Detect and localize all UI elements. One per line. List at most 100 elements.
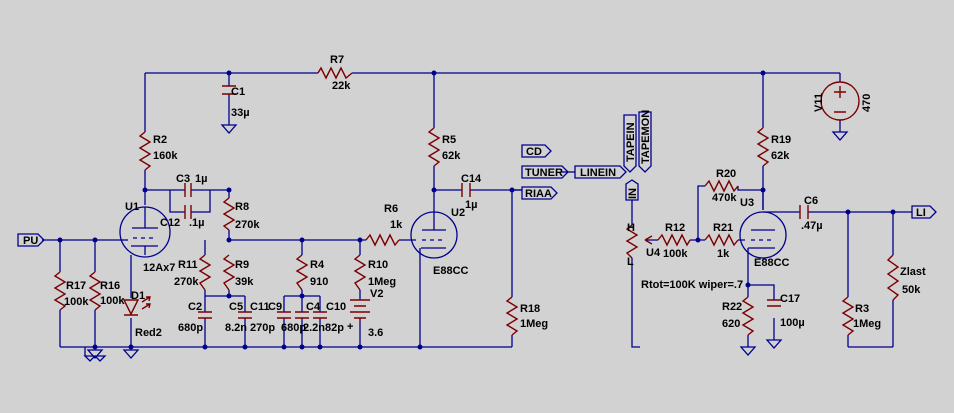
label-c5-ref: C5 <box>229 301 243 313</box>
flag-cd-label: CD <box>526 146 542 158</box>
label-u1-value: 12Ax7 <box>143 262 175 274</box>
resistor-r16[interactable] <box>88 271 102 311</box>
label-zlast-value: 50k <box>902 284 921 296</box>
capacitor-c12[interactable] <box>184 205 192 219</box>
resistor-r10[interactable] <box>353 254 367 291</box>
flag-pu[interactable]: PU <box>17 233 45 247</box>
capacitor-c5[interactable] <box>238 311 252 319</box>
label-r7-value: 22k <box>332 80 351 92</box>
flag-in[interactable]: IN <box>625 179 639 201</box>
flag-riaa[interactable]: RIAA <box>521 186 558 200</box>
flag-linein[interactable]: LINEIN <box>574 165 627 179</box>
tube-u3[interactable] <box>739 211 787 259</box>
label-r4-ref: R4 <box>310 259 325 271</box>
resistor-r17[interactable] <box>53 271 67 311</box>
tube-u2[interactable] <box>410 211 458 259</box>
capacitor-c11[interactable] <box>277 311 291 319</box>
flag-tuner[interactable]: TUNER <box>521 165 569 179</box>
spice-directive: Rtot=100K wiper=.7 <box>641 279 743 291</box>
label-zlast-ref: Zlast <box>900 266 926 278</box>
capacitor-c14[interactable] <box>461 183 471 197</box>
label-r8-value: 270k <box>235 219 260 231</box>
capacitor-c4[interactable] <box>313 311 327 319</box>
flag-tapein[interactable]: TAPEIN <box>623 114 637 173</box>
label-r9-ref: R9 <box>235 259 249 271</box>
resistor-r20[interactable] <box>704 179 739 193</box>
label-c6-ref: C6 <box>804 195 818 207</box>
resistor-r19[interactable] <box>756 127 770 167</box>
label-d1-value: Red2 <box>135 327 162 339</box>
label-r16-value: 100k <box>100 295 125 307</box>
led-d1[interactable] <box>122 296 151 316</box>
label-v2-plus: + <box>347 321 353 333</box>
label-r2-value: 160k <box>153 150 178 162</box>
label-c12-ref: C12 <box>160 217 180 229</box>
flag-tapemon[interactable]: TAPEMON <box>638 110 652 173</box>
label-c5-value: 8.2n <box>225 322 247 334</box>
label-r22-value: 620 <box>722 318 740 330</box>
label-c11-ref: C11 <box>250 301 270 313</box>
flag-li[interactable]: LI <box>911 205 937 219</box>
label-u2-value: E88CC <box>433 265 469 277</box>
capacitor-c2[interactable] <box>198 311 212 319</box>
label-r12-ref: R12 <box>665 222 685 234</box>
resistor-r18[interactable] <box>505 296 519 336</box>
resistor-r2[interactable] <box>138 131 152 171</box>
label-r8-ref: R8 <box>235 201 249 213</box>
label-r19-ref: R19 <box>771 134 791 146</box>
resistor-r5[interactable] <box>427 127 441 167</box>
label-r18-ref: R18 <box>520 303 540 315</box>
label-r7-ref: R7 <box>330 54 344 66</box>
resistor-r9[interactable] <box>222 254 236 291</box>
component-labels: R7 22k C1 33µ R2 160k C3 1µ R8 270k C12 … <box>64 54 926 339</box>
capacitor-c9[interactable] <box>295 311 309 319</box>
label-d1-ref: D1 <box>131 290 145 302</box>
label-r5-value: 62k <box>442 150 461 162</box>
capacitor-c3[interactable] <box>184 183 192 197</box>
label-r22-ref: R22 <box>722 301 742 313</box>
capacitor-c1[interactable] <box>222 85 236 95</box>
label-c4-ref: C4 <box>306 301 321 313</box>
label-r10-value: 1Meg <box>368 276 396 288</box>
label-c2-value: 680p <box>178 322 203 334</box>
flag-linein-label: LINEIN <box>580 167 616 179</box>
label-c1-ref: C1 <box>231 86 245 98</box>
label-r19-value: 62k <box>771 150 790 162</box>
ground-symbols <box>83 114 849 362</box>
capacitor-c6[interactable] <box>799 205 809 219</box>
flag-tapemon-label: TAPEMON <box>640 110 652 164</box>
resistor-r6[interactable] <box>365 233 400 247</box>
battery-v2[interactable] <box>350 299 370 322</box>
label-r17-value: 100k <box>64 296 89 308</box>
resistor-r7[interactable] <box>317 66 353 80</box>
tube-u1[interactable] <box>119 206 171 258</box>
capacitor-c17[interactable] <box>767 299 781 307</box>
resistor-r3[interactable] <box>841 296 855 336</box>
resistor-r11[interactable] <box>198 254 212 291</box>
resistor-r4[interactable] <box>295 254 309 291</box>
resistor-r21[interactable] <box>704 233 739 247</box>
label-v2-ref: V2 <box>370 288 383 300</box>
label-c14-ref: C14 <box>461 173 482 185</box>
flag-riaa-label: RIAA <box>525 188 552 200</box>
flag-tapein-label: TAPEIN <box>625 122 637 162</box>
label-r3-ref: R3 <box>855 303 869 315</box>
label-r12-value: 100k <box>663 248 688 260</box>
label-r2-ref: R2 <box>153 134 167 146</box>
flag-cd[interactable]: CD <box>521 144 552 158</box>
resistor-r22[interactable] <box>741 296 755 336</box>
label-pot-h: H <box>627 222 635 234</box>
label-r4-value: 910 <box>310 276 328 288</box>
label-v11-ref: V11 <box>813 93 825 112</box>
potentiometer-u4[interactable] <box>625 224 653 259</box>
voltage-source-v11[interactable] <box>820 81 860 121</box>
label-c9-ref: C9 <box>268 301 282 313</box>
label-r6-value: 1k <box>390 219 403 231</box>
resistor-r8[interactable] <box>222 197 236 231</box>
label-r5-ref: R5 <box>442 134 456 146</box>
resistor-zlast[interactable] <box>886 254 900 301</box>
label-c10-ref: C10 <box>326 301 346 313</box>
resistor-r12[interactable] <box>657 233 691 247</box>
label-r10-ref: R10 <box>368 259 388 271</box>
